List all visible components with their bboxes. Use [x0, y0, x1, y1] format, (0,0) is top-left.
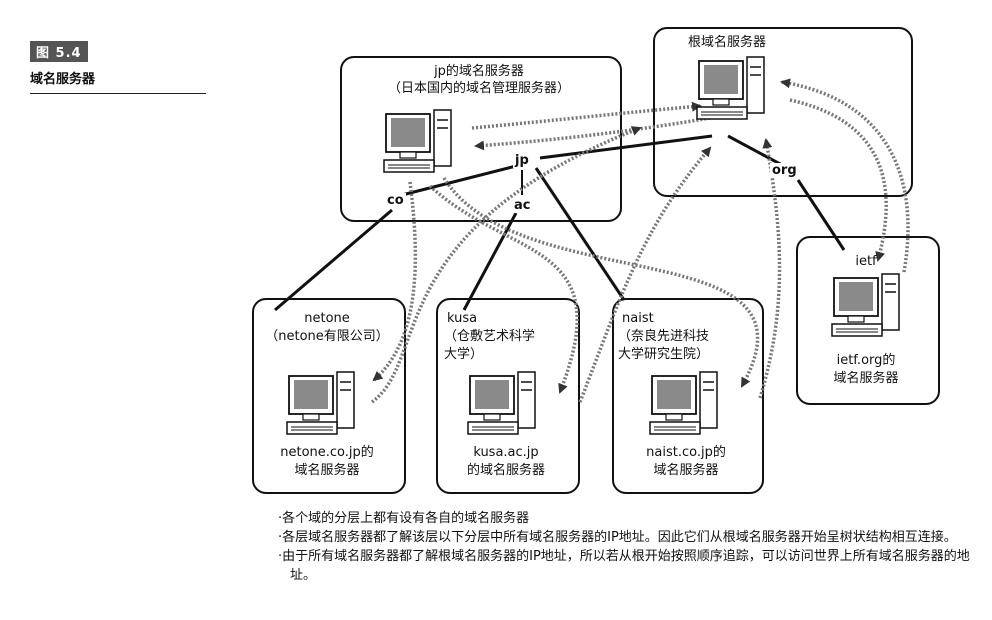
netone-name: netone: [304, 311, 350, 326]
tree-line-jp-root: [539, 134, 713, 160]
tree-label-ac: ac: [512, 198, 533, 213]
tree-line-root-org: [727, 134, 783, 167]
arrow-kusa-to-root: [578, 146, 712, 403]
arrow-netone-to-root: [370, 126, 642, 404]
notes: ·各个域的分层上都有设有各自的域名服务器 ·各层域名服务器都了解该层以下分层中所…: [278, 509, 978, 585]
ietf-server-box: [796, 236, 940, 405]
tree-label-org: org: [770, 163, 799, 178]
computer-icon: [286, 371, 355, 435]
arrow-naist-to-root: [758, 138, 782, 399]
note-1: ·各个域的分层上都有设有各自的域名服务器: [278, 511, 530, 526]
tree-line-co-jp: [401, 163, 521, 197]
kusa-caption-2: 的域名服务器: [466, 463, 545, 478]
naist-caption-2: 域名服务器: [653, 463, 719, 478]
note-3: ·由于所有域名服务器都了解根域名服务器的IP地址，所以若从根开始按照顺序追踪，可…: [278, 549, 970, 583]
ietf-caption-2: 域名服务器: [833, 371, 899, 386]
kusa-name: kusa: [447, 311, 478, 326]
jp-server-title: jp的域名服务器: [434, 64, 524, 79]
naist-org-1: （奈良先进科技: [618, 329, 710, 344]
jp-server-subtitle: （日本国内的域名管理服务器）: [387, 81, 570, 96]
root-server-title: 根域名服务器: [688, 35, 767, 50]
note-2: ·各层域名服务器都了解该层以下分层中所有域名服务器的IP地址。因此它们从根域名服…: [278, 530, 957, 545]
arrow-jp-to-kusa: [428, 184, 579, 394]
tree-label-jp: jp: [513, 153, 531, 168]
tree-line-org-ietf: [796, 179, 846, 251]
naist-org-2: 大学研究生院）: [618, 347, 710, 362]
tree-line-ac-kusa: [462, 212, 518, 311]
netone-caption-2: 域名服务器: [294, 463, 360, 478]
kusa-org-1: （仓敷艺术科学: [444, 329, 536, 344]
computer-icon: [831, 273, 900, 337]
ietf-caption-1: ietf.org的: [836, 353, 896, 368]
tree-line-co-netone: [274, 208, 393, 312]
arrow-ietf-to-root: [780, 78, 910, 273]
arrow-root-to-jp: [474, 116, 711, 151]
arrow-jp-to-netone: [372, 181, 418, 382]
ietf-name: ietf: [855, 254, 877, 269]
figure-title: 域名服务器: [30, 68, 206, 94]
computer-icon: [696, 56, 765, 120]
arrow-jp-to-root: [471, 101, 702, 130]
tree-label-co: co: [385, 193, 406, 208]
tree-line-jp-naist: [534, 167, 626, 301]
kusa-caption-1: kusa.ac.jp: [473, 445, 539, 460]
figure-number: 图 5.4: [30, 41, 88, 62]
netone-org: （netone有限公司）: [265, 329, 389, 344]
computer-icon: [467, 371, 536, 435]
figure-label: 图 5.4 域名服务器: [30, 41, 206, 94]
computer-icon: [383, 109, 452, 173]
kusa-org-2: 大学）: [444, 347, 484, 362]
naist-name: naist: [622, 311, 654, 326]
netone-caption-1: netone.co.jp的: [280, 445, 374, 460]
computer-icon: [649, 371, 718, 435]
arrow-jp-to-naist: [442, 177, 760, 388]
naist-caption-1: naist.co.jp的: [646, 445, 726, 460]
